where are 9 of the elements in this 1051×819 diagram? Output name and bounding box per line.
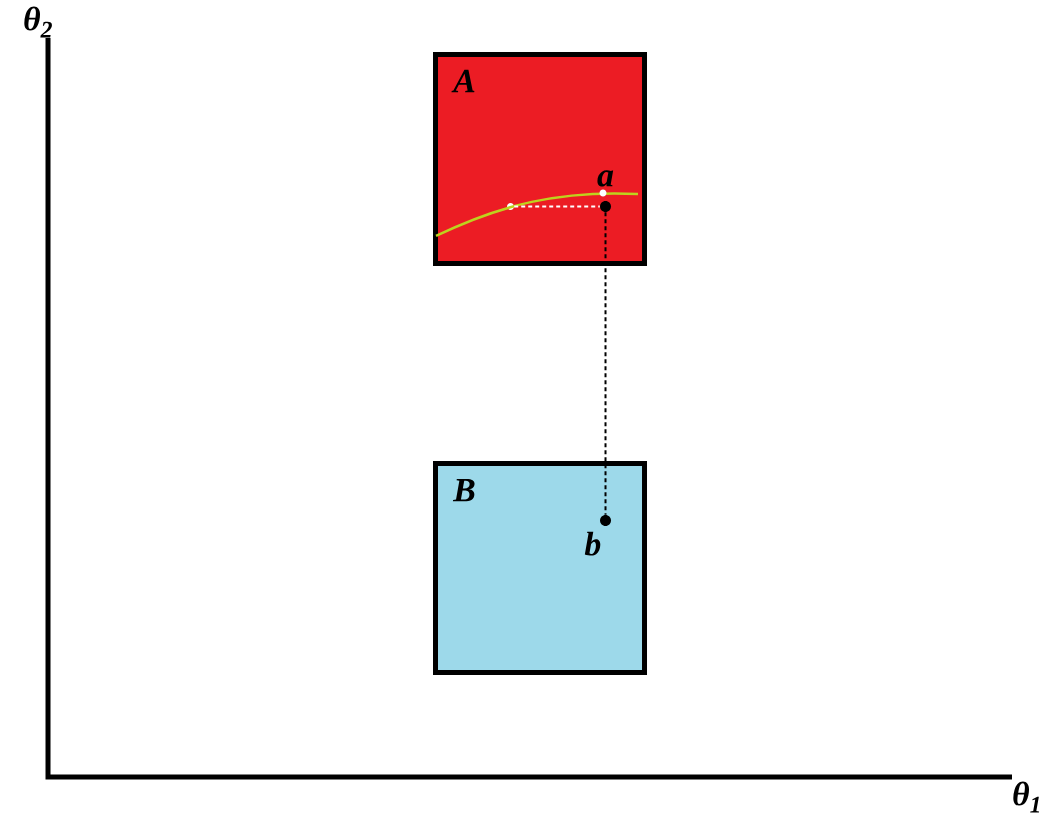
dashed-line	[604, 211, 607, 516]
point: a	[597, 170, 614, 212]
node-label: b	[584, 531, 601, 556]
axis-label: θ$_{2}$	[24, 6, 52, 38]
point	[507, 203, 514, 210]
point: b	[584, 515, 611, 556]
node-label: a	[597, 170, 614, 187]
dashed-line	[513, 205, 601, 208]
axis-label: θ$_{1}$	[1013, 781, 1040, 813]
